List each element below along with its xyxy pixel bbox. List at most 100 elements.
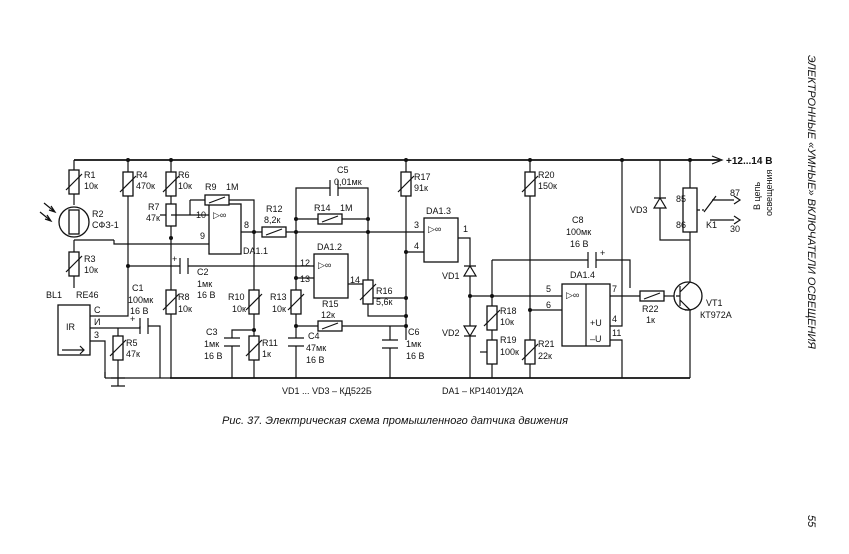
svg-text:30: 30	[730, 224, 740, 234]
vd2-label: VD2	[442, 328, 460, 338]
da12-label: DA1.2	[317, 242, 342, 252]
c5-value: 0,01мк	[334, 177, 362, 187]
svg-text:6: 6	[546, 300, 551, 310]
c8-label: C8	[572, 215, 584, 225]
r19-label: R19	[500, 335, 517, 345]
r22-label: R22	[642, 304, 659, 314]
svg-text:▷∞: ▷∞	[318, 260, 331, 270]
r12-label: R12	[266, 204, 283, 214]
r3-label: R3	[84, 254, 96, 264]
r6-label: R6	[178, 170, 190, 180]
r3-value: 10к	[84, 265, 98, 275]
da13-label: DA1.3	[426, 206, 451, 216]
c5-label: C5	[337, 165, 349, 175]
r4-label: R4	[136, 170, 148, 180]
r2-label: R2	[92, 209, 104, 219]
bl1-label: BL1	[46, 290, 62, 300]
r15-label: R15	[322, 299, 339, 309]
diode-note: VD1 ... VD3 – КД522Б	[282, 386, 372, 396]
r16-value: 5,6к	[376, 297, 393, 307]
supply-label: +12...14 В	[726, 156, 772, 167]
svg-text:13: 13	[300, 274, 310, 284]
svg-text:14: 14	[350, 275, 360, 285]
da11-label: DA1.1	[243, 246, 268, 256]
vt1-label: VT1	[706, 298, 723, 308]
r13-label: R13	[270, 292, 287, 302]
svg-text:+U: +U	[590, 318, 602, 328]
c6-value: 1мк	[406, 339, 421, 349]
r5-label: R5	[126, 338, 138, 348]
svg-text:85: 85	[676, 194, 686, 204]
r19-value: 100к	[500, 347, 519, 357]
bl1-type: RE46	[76, 290, 99, 300]
vd3-label: VD3	[630, 205, 648, 215]
c1-voltage: 16 В	[130, 306, 149, 316]
c3-label: C3	[206, 327, 218, 337]
r5-value: 47к	[126, 349, 140, 359]
opamp-da12	[313, 253, 349, 299]
c4-voltage: 16 В	[306, 355, 325, 365]
svg-text:–U: –U	[590, 334, 602, 344]
r15-value: 12к	[321, 310, 335, 320]
svg-text:3: 3	[414, 220, 419, 230]
c3-value: 1мк	[204, 339, 219, 349]
side-running-title: ЭЛЕКТРОННЫЕ «УМНЫЕ» ВКЛЮЧАТЕЛИ ОСВЕЩЕНИЯ	[805, 55, 817, 349]
vd1-label: VD1	[442, 271, 460, 281]
vt1-type: КТ972А	[700, 310, 732, 320]
svg-text:3: 3	[94, 330, 99, 340]
svg-text:IR: IR	[66, 322, 76, 332]
c6-label: C6	[408, 327, 420, 337]
r1-value: 10к	[84, 181, 98, 191]
c1-label: C1	[132, 283, 144, 293]
figure-caption: Рис. 37. Электрическая схема промышленно…	[222, 415, 568, 427]
r14-value: 1М	[340, 203, 353, 213]
r2-value: СФЗ-1	[92, 220, 119, 230]
opamp-da13	[423, 217, 459, 263]
r13-value: 10к	[272, 304, 286, 314]
r21-value: 22к	[538, 351, 552, 361]
c4-value: 47мк	[306, 343, 326, 353]
svg-text:11: 11	[612, 328, 621, 338]
load-label-1: В цепь	[752, 182, 762, 210]
r9-label: R9	[205, 182, 217, 192]
r11-label: R11	[262, 338, 278, 348]
r22-value: 1к	[646, 315, 655, 325]
svg-text:+: +	[600, 248, 605, 258]
svg-text:+: +	[130, 314, 135, 324]
r6-value: 10к	[178, 181, 192, 191]
c3-voltage: 16 В	[204, 351, 223, 361]
load-label-2: освещения	[764, 170, 774, 216]
r7-value: 47к	[146, 213, 160, 223]
svg-text:12: 12	[300, 258, 310, 268]
svg-text:4: 4	[414, 241, 419, 251]
c6-voltage: 16 В	[406, 351, 425, 361]
svg-text:+: +	[172, 254, 177, 264]
svg-text:▷∞: ▷∞	[428, 224, 441, 234]
opamp-note: DA1 – КР1401УД2А	[442, 386, 523, 396]
r7-label: R7	[148, 202, 160, 212]
svg-text:9: 9	[200, 231, 205, 241]
svg-text:▷∞: ▷∞	[566, 290, 579, 300]
k1-label: K1	[706, 220, 717, 230]
svg-text:7: 7	[612, 284, 617, 294]
svg-text:5: 5	[546, 284, 551, 294]
svg-text:И: И	[94, 317, 100, 327]
r10-value: 10к	[232, 304, 246, 314]
svg-text:4: 4	[612, 314, 617, 324]
r20-value: 150к	[538, 181, 557, 191]
svg-text:С: С	[94, 305, 101, 315]
r18-label: R18	[500, 306, 517, 316]
r12-value: 8,2к	[264, 215, 281, 225]
r11-value: 1к	[262, 349, 271, 359]
r10-label: R10	[228, 292, 245, 302]
r8-label: R8	[178, 292, 190, 302]
r1-label: R1	[84, 170, 96, 180]
pir-sensor	[57, 304, 91, 356]
svg-text:87: 87	[730, 188, 740, 198]
svg-text:8: 8	[244, 220, 249, 230]
r18-value: 10к	[500, 317, 514, 327]
svg-text:▷∞: ▷∞	[213, 210, 226, 220]
opamp-da11	[208, 203, 242, 255]
r14-label: R14	[314, 203, 331, 213]
